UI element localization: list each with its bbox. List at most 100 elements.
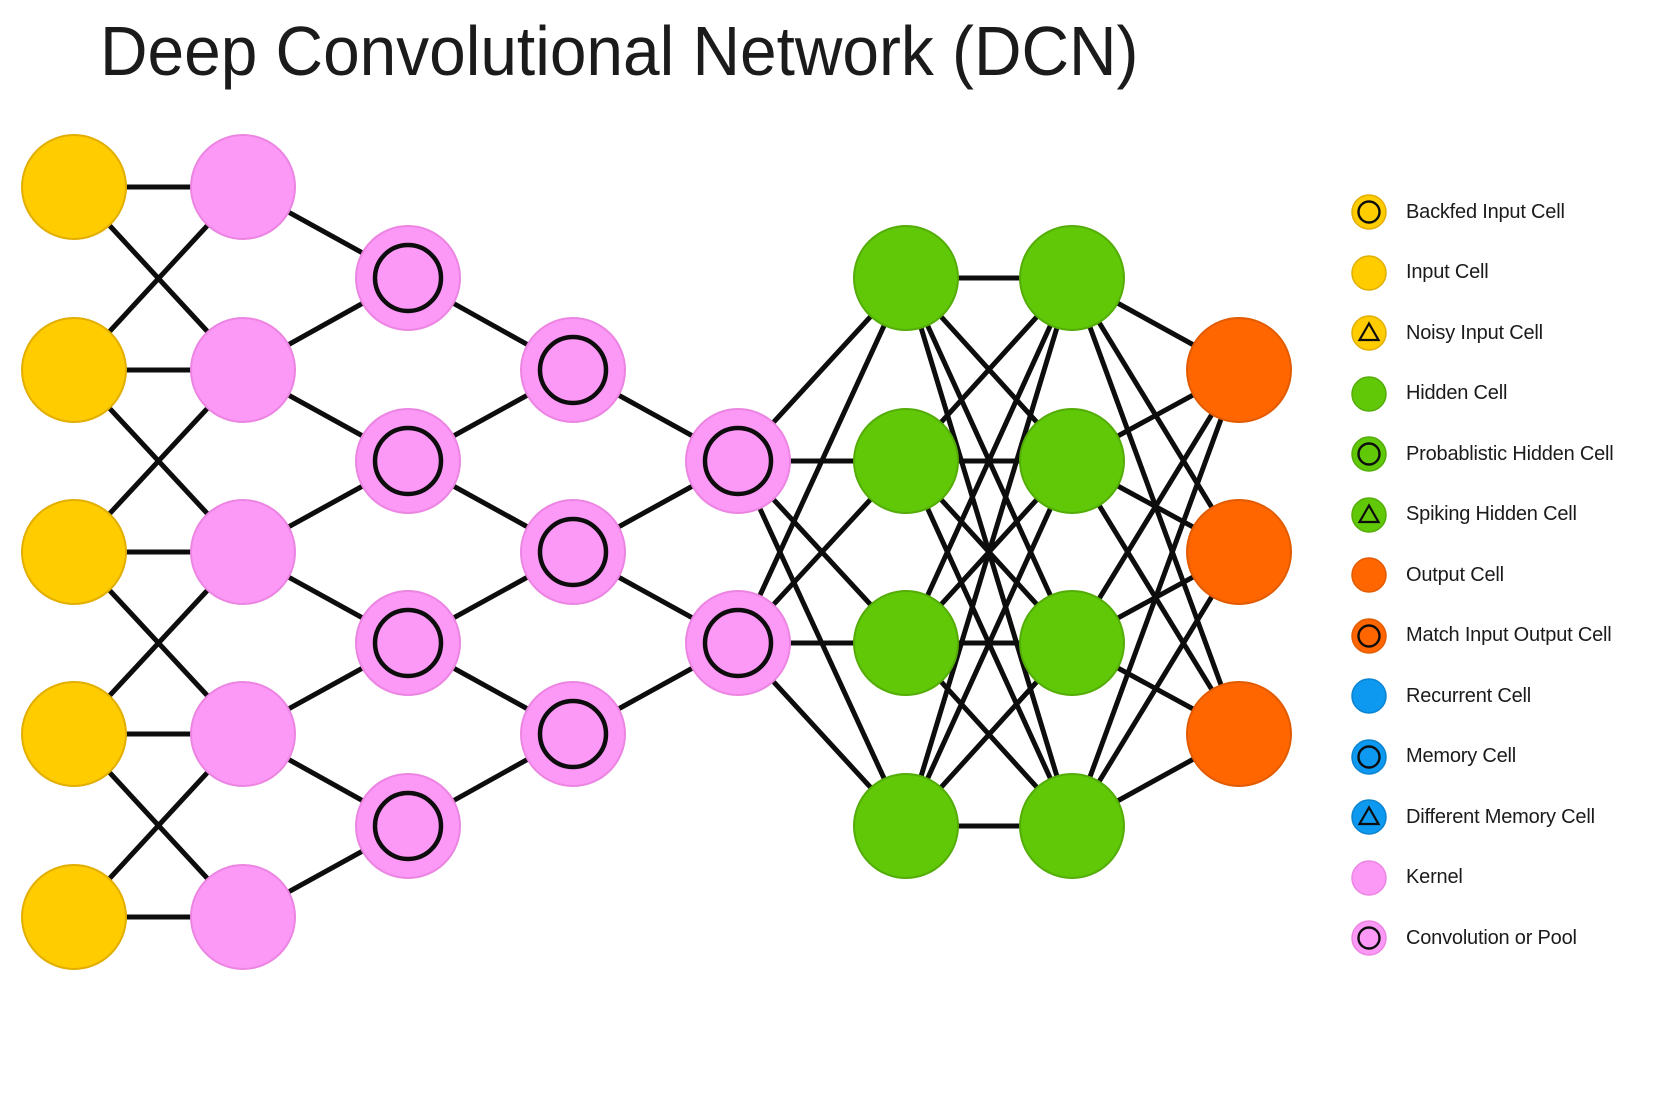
legend-label: Noisy Input Cell: [1406, 321, 1543, 344]
node-input-cells: [21, 317, 127, 423]
legend-label: Input Cell: [1406, 261, 1489, 283]
edge-line: [903, 276, 1075, 645]
conv-ring-icon: [372, 790, 444, 862]
pink-ring-cell-icon: [1351, 920, 1387, 956]
legend-swatch: [1351, 254, 1387, 291]
legend-label: Output Cell: [1406, 563, 1504, 586]
legend-label: Spiking Hidden Cell: [1406, 503, 1577, 525]
node-output-cells: [1186, 681, 1292, 787]
node-hidden-cells-2: [1019, 225, 1125, 331]
legend-swatch: [1351, 859, 1387, 896]
node-input-cells: [21, 681, 127, 787]
legend-triangle-icon: [1357, 502, 1381, 523]
node-kernel-cells: [190, 134, 296, 240]
legend-swatch: [1351, 738, 1387, 775]
legend-label: Kernel: [1406, 866, 1463, 888]
node-conv-pool-3: [685, 590, 791, 696]
legend-ring-icon: [1357, 623, 1381, 648]
orange-ring-cell-icon: [1351, 617, 1387, 654]
node-input-cells: [21, 864, 127, 970]
conv-ring-icon: [702, 425, 774, 497]
node-input-cells: [21, 499, 127, 605]
blue-triangle-cell-icon: [1351, 799, 1387, 835]
legend-label: Backfed Input Cell: [1406, 200, 1565, 223]
legend-label: Convolution or Pool: [1406, 926, 1577, 949]
orange-plain-cell-icon: [1351, 557, 1387, 593]
page-title: Deep Convolutional Network (DCN): [100, 13, 1138, 90]
legend-ring-icon: [1357, 200, 1381, 224]
legend-swatch: [1351, 436, 1387, 472]
legend-ring-icon: [1357, 926, 1381, 950]
legend-label: Memory Cell: [1406, 745, 1517, 767]
yellow-plain-cell-icon: [1351, 254, 1387, 291]
legend-triangle-icon: [1357, 321, 1381, 342]
legend-item: Backfed Input Cell: [1350, 193, 1565, 231]
legend-item: Hidden Cell: [1350, 375, 1507, 413]
conv-ring-icon: [372, 607, 444, 679]
legend-label: Hidden Cell: [1406, 382, 1508, 404]
node-hidden-cells-1: [853, 773, 959, 879]
legend-swatch: [1351, 920, 1387, 956]
legend-swatch: [1351, 375, 1387, 412]
node-hidden-cells-2: [1019, 590, 1125, 696]
yellow-triangle-cell-icon: [1351, 315, 1387, 351]
yellow-ring-cell-icon: [1351, 194, 1387, 230]
node-hidden-cells-1: [853, 408, 959, 514]
node-conv-pool-1: [355, 773, 461, 879]
legend-swatch: [1351, 194, 1387, 230]
legend-item: Input Cell: [1350, 254, 1489, 292]
legend-swatch: [1351, 496, 1387, 533]
edge-line: [903, 459, 1075, 828]
node-kernel-cells: [190, 681, 296, 787]
node-conv-pool-3: [685, 408, 791, 514]
legend-swatch: [1351, 678, 1387, 714]
legend-label: Probablistic Hidden Cell: [1406, 442, 1614, 465]
legend-label: Recurrent Cell: [1406, 684, 1532, 707]
conv-ring-icon: [537, 334, 609, 406]
legend-swatch: [1351, 617, 1387, 654]
node-conv-pool-1: [355, 408, 461, 514]
conv-ring-icon: [537, 698, 609, 770]
node-conv-pool-1: [355, 225, 461, 331]
legend-item: Memory Cell: [1350, 738, 1516, 776]
edge-line: [1069, 368, 1242, 645]
node-kernel-cells: [190, 864, 296, 970]
node-output-cells: [1186, 499, 1292, 605]
legend-swatch: [1351, 557, 1387, 593]
node-hidden-cells-1: [853, 590, 959, 696]
legend-ring-icon: [1357, 442, 1381, 466]
legend-item: Different Memory Cell: [1350, 798, 1595, 836]
node-output-cells: [1186, 317, 1292, 423]
green-ring-cell-icon: [1351, 436, 1387, 472]
node-hidden-cells-2: [1019, 408, 1125, 514]
legend-item: Recurrent Cell: [1350, 677, 1531, 715]
node-conv-pool-2: [520, 317, 626, 423]
blue-plain-cell-icon: [1351, 678, 1387, 714]
node-conv-pool-2: [520, 499, 626, 605]
node-hidden-cells-2: [1019, 773, 1125, 879]
legend-item: Match Input Output Cell: [1350, 617, 1612, 655]
node-hidden-cells-1: [853, 225, 959, 331]
legend-triangle-icon: [1357, 805, 1381, 826]
legend-swatch: [1351, 799, 1387, 835]
legend-item: Convolution or Pool: [1350, 919, 1577, 957]
blue-ring-cell-icon: [1351, 738, 1387, 775]
edge-line: [903, 277, 1075, 827]
conv-ring-icon: [372, 425, 444, 497]
legend-label: Different Memory Cell: [1406, 805, 1595, 828]
node-input-cells: [21, 134, 127, 240]
conv-ring-icon: [372, 242, 444, 314]
nodes-layer: [21, 134, 1292, 970]
legend-item: Output Cell: [1350, 556, 1504, 594]
edge-line: [735, 276, 909, 645]
pink-plain-cell-icon: [1351, 859, 1387, 896]
node-conv-pool-2: [520, 681, 626, 787]
conv-ring-icon: [702, 607, 774, 679]
node-conv-pool-1: [355, 590, 461, 696]
conv-ring-icon: [537, 516, 609, 588]
legend-item: Noisy Input Cell: [1350, 314, 1543, 352]
green-plain-cell-icon: [1351, 375, 1387, 412]
legend-swatch: [1351, 315, 1387, 351]
node-kernel-cells: [190, 499, 296, 605]
